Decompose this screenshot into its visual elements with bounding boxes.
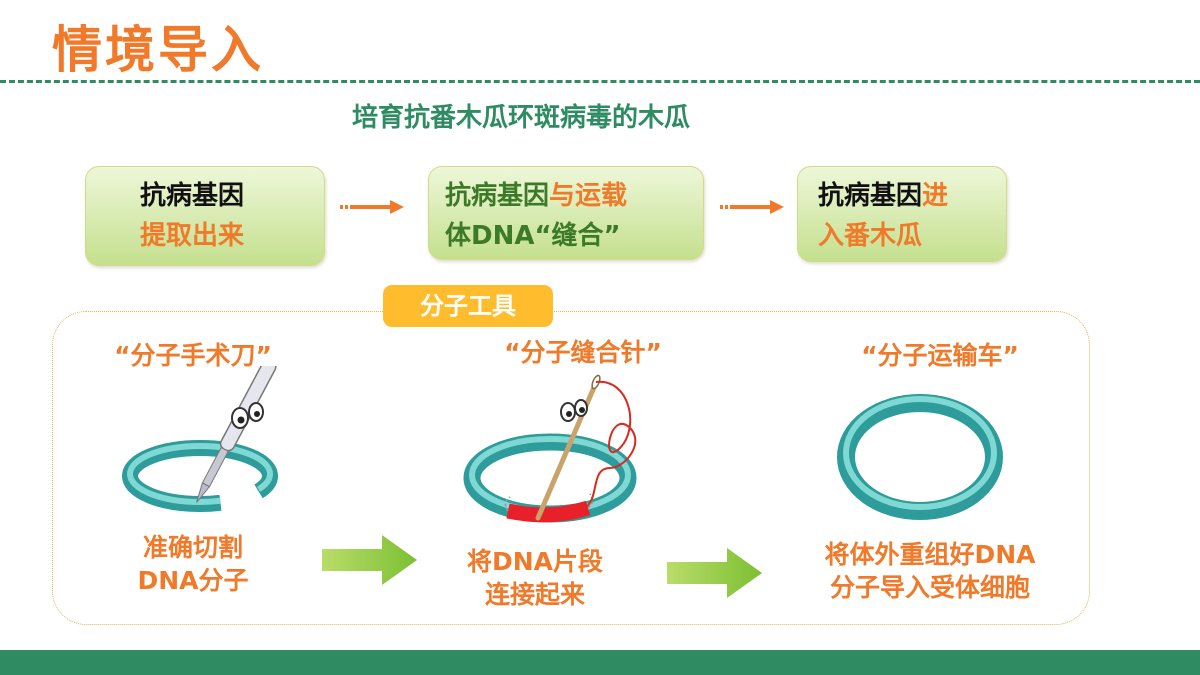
slide-subtitle: 培育抗番木瓜环斑病毒的木瓜: [352, 103, 691, 133]
step-1-line-2: 提取出来: [140, 221, 245, 251]
tool-desc-needle-line-2: 连接起来: [484, 580, 585, 609]
plasmid-ring-icon: [837, 394, 1003, 520]
step-box-join: 抗病基因与运载 体DNA“缝合”: [428, 166, 704, 260]
step-2-line-1-part-a: 抗病基因: [445, 181, 550, 211]
tool-title-vehicle: “分子运输车”: [861, 341, 1019, 370]
tools-badge: 分子工具: [383, 285, 553, 327]
page-title: 情境导入: [52, 21, 264, 79]
step-3-line-2: 入番木瓜: [818, 221, 923, 251]
tool-title-scalpel: “分子手术刀”: [114, 341, 272, 370]
step-box-extract: 抗病基因 提取出来: [85, 166, 325, 266]
tool-desc-vehicle-line-2: 分子导入受体细胞: [829, 573, 1030, 602]
tool-desc-needle-line-1: 将DNA片段: [466, 547, 604, 576]
tool-desc-scalpel-line-2: DNA分子: [137, 566, 249, 595]
green-arrow-icon: [667, 548, 762, 598]
tool-desc-vehicle-line-1: 将体外重组好DNA: [824, 540, 1036, 569]
step-3-line-1-part-a: 抗病基因: [818, 181, 923, 211]
dotted-arrow-icon: [720, 200, 784, 214]
step-2-line-1: 抗病基因与运载: [445, 177, 627, 215]
tool-title-needle: “分子缝合针”: [504, 338, 662, 367]
header-divider: [0, 80, 1200, 83]
step-3-line-1: 抗病基因进: [818, 177, 948, 215]
needle-ligase-ring-icon: [463, 374, 637, 523]
step-2-line-2: 体DNA“缝合”: [445, 221, 621, 251]
step-box-transfer: 抗病基因进 入番木瓜: [797, 166, 1007, 262]
scalpel-cutting-ring-icon: [122, 366, 278, 512]
step-1-line-1: 抗病基因: [140, 181, 245, 211]
tool-desc-scalpel-line-1: 准确切割: [142, 533, 243, 562]
step-3-line-1-part-b: 进: [922, 181, 949, 211]
step-2-line-1-part-b: 与运载: [549, 181, 628, 211]
bottom-bar: [0, 650, 1200, 675]
dotted-arrow-icon: [340, 200, 404, 214]
green-arrow-icon: [322, 535, 417, 585]
molecular-tools-frame: [52, 311, 1090, 625]
